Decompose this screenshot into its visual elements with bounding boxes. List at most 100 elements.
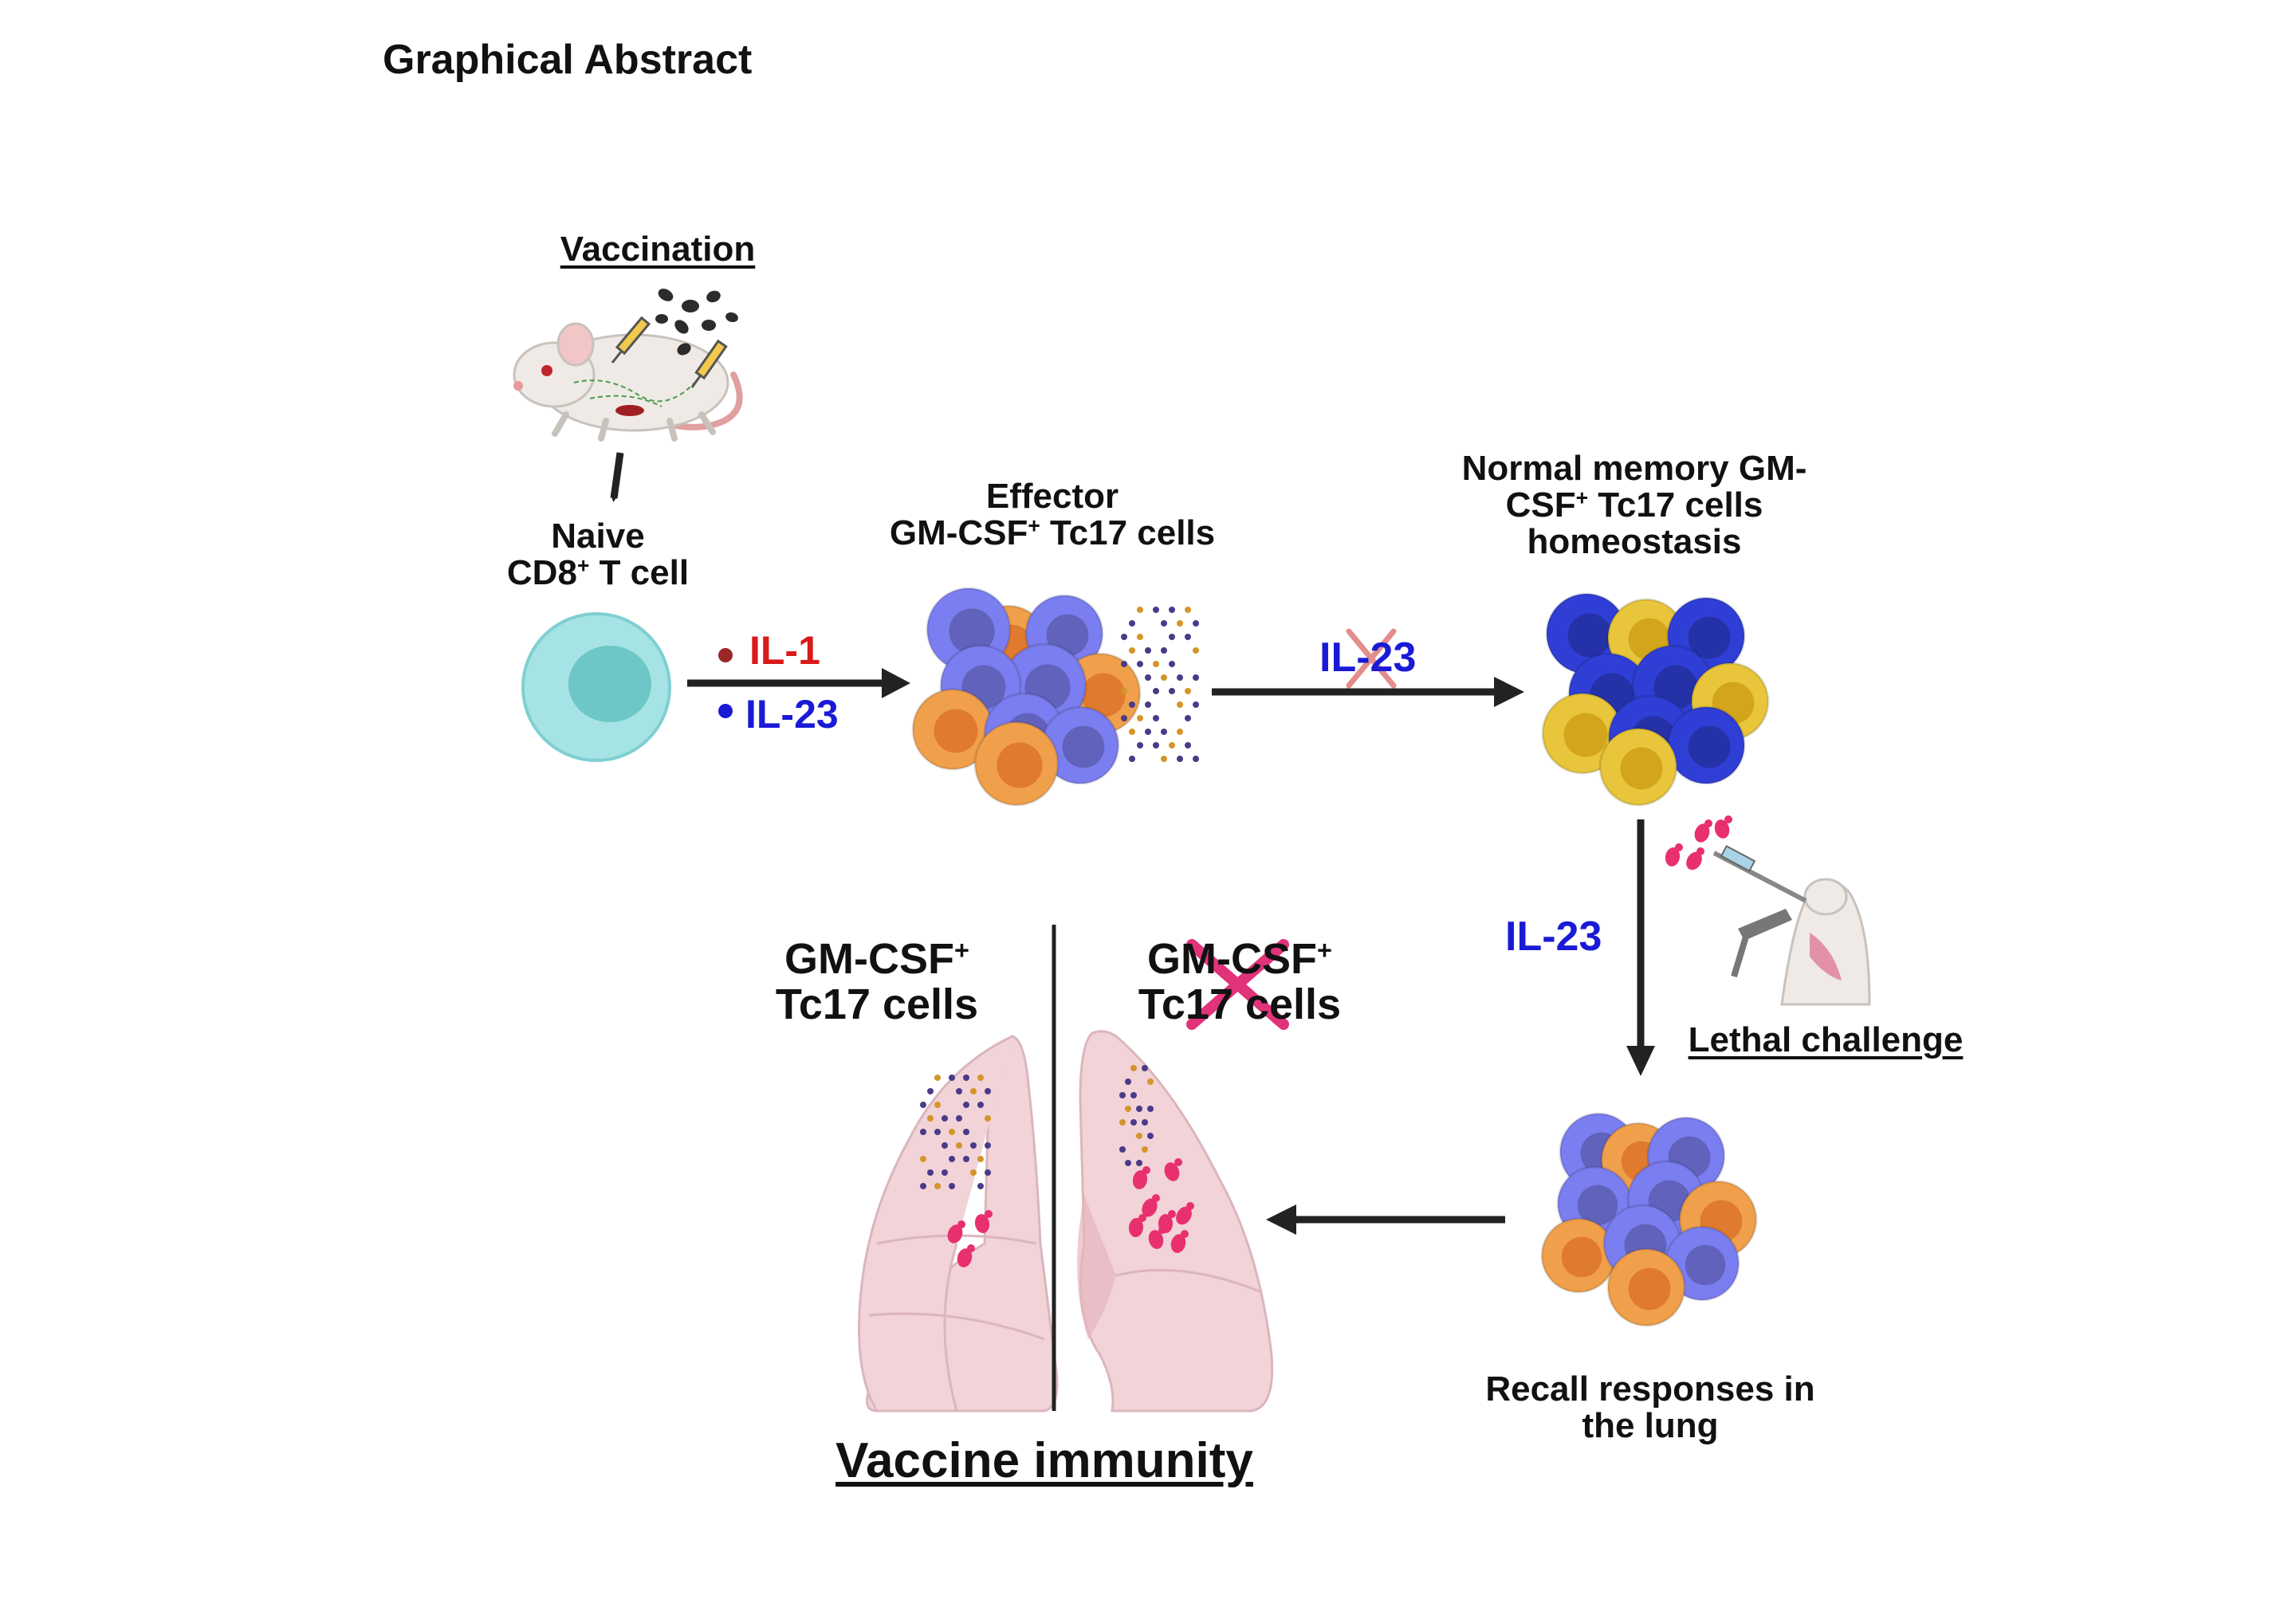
- orange-cell-nucleus: [1081, 673, 1126, 717]
- cytokine-dot: [949, 1156, 955, 1162]
- vaccine-immunity-label: Vaccine immunity: [835, 1433, 1253, 1488]
- cytokine-dot: [1145, 701, 1151, 708]
- cytokine-dot: [942, 1142, 948, 1149]
- fungus-particle: [1164, 1162, 1180, 1181]
- cytokine-dot: [985, 1088, 991, 1094]
- cytokine-dot: [934, 1129, 941, 1135]
- cytokine-dot: [963, 1102, 969, 1108]
- fungus-bud: [1704, 819, 1712, 827]
- cytokine-dot: [963, 1129, 969, 1135]
- cytokine-dot: [1119, 1092, 1126, 1098]
- fungus-particle: [1148, 1230, 1164, 1249]
- fungus-particle: [1694, 823, 1710, 843]
- cytokine-dot: [1136, 1106, 1142, 1112]
- effector-cells-label: Effector GM-CSF+ Tc17 cells: [889, 477, 1216, 553]
- fungus-bud: [957, 1220, 965, 1228]
- cytokine-dot: [1129, 701, 1135, 708]
- yellow-cell-nucleus: [1620, 747, 1663, 790]
- fungus-particle: [1714, 819, 1730, 839]
- cytokine-dot: [942, 1169, 948, 1176]
- cytokine-dot: [1137, 715, 1143, 721]
- cytokine-dot: [985, 1169, 991, 1176]
- fungus-bud: [1142, 1166, 1150, 1174]
- cytokine-dot: [1161, 647, 1167, 654]
- cytokine-dot: [1121, 715, 1127, 721]
- memory-cell-cluster: [1541, 592, 1770, 807]
- cytokine-dot: [1125, 1160, 1131, 1166]
- memory-blue-nucleus: [1688, 616, 1731, 659]
- naive-cell-label: Naive CD8+ T cell: [506, 517, 690, 593]
- cytokine-dot: [1145, 674, 1151, 681]
- page-title: Graphical Abstract: [383, 37, 753, 83]
- arrow-effector-to-memory: [1212, 677, 1524, 707]
- arrow-naive-to-effector: [687, 668, 910, 698]
- cytokine-dot: [963, 1156, 969, 1162]
- effector-purple-nucleus: [1577, 1185, 1618, 1226]
- vaccinated-mouse-illustration: [513, 316, 743, 442]
- cytokine-dot: [977, 1102, 984, 1108]
- cytokine-dot: [970, 1088, 977, 1094]
- orange-cell-nucleus: [1628, 1267, 1671, 1310]
- cytokine-dot: [1153, 607, 1159, 613]
- fungus-bud: [1186, 1202, 1194, 1210]
- cytokine-dot: [1177, 701, 1183, 708]
- fungus-particle: [1665, 847, 1681, 866]
- cytokine-dot: [1145, 729, 1151, 735]
- fungus-particle: [1128, 1218, 1144, 1237]
- fungus-bud: [1168, 1210, 1176, 1218]
- cytokine-dot: [1136, 1133, 1142, 1139]
- cytokine-dot: [970, 1169, 977, 1176]
- cytokine-dot: [1161, 729, 1167, 735]
- fungus-bud: [1138, 1214, 1146, 1222]
- cytokine-dot: [1177, 674, 1183, 681]
- cytokine-dot: [949, 1075, 955, 1081]
- cytokine-dot: [977, 1183, 984, 1189]
- cytokine-dot: [934, 1183, 941, 1189]
- cytokine-dot: [1145, 647, 1151, 654]
- effector-cell-cluster: [911, 587, 1142, 807]
- cytokine-dot: [1147, 1079, 1154, 1085]
- cytokine-dot: [1193, 674, 1199, 681]
- memory-blue-nucleus: [1653, 665, 1698, 709]
- cytokine-dot: [1193, 647, 1199, 654]
- lethal-challenge-label: Lethal challenge: [1688, 1020, 1964, 1059]
- cytokine-dot: [1185, 715, 1191, 721]
- cytokine-dot: [1153, 661, 1159, 667]
- cytokine-dot: [927, 1088, 934, 1094]
- cytokine-dot: [1153, 742, 1159, 748]
- fungus-particle: [957, 1248, 973, 1267]
- cytokine-dot: [1129, 729, 1135, 735]
- effector-purple-nucleus: [949, 608, 995, 654]
- recall-cell-cluster: [1540, 1112, 1758, 1327]
- lung-left-label: GM-CSF+ Tc17 cells: [775, 935, 979, 1028]
- effector-purple-nucleus: [1046, 614, 1089, 657]
- cytokine-dot: [1130, 1092, 1137, 1098]
- cytokine-dot: [1142, 1065, 1148, 1071]
- cytokine-dot: [1129, 647, 1135, 654]
- memory-blue-nucleus: [1688, 725, 1731, 768]
- cytokine-dot: [1169, 634, 1175, 640]
- cytokine-particles: [1121, 607, 1199, 762]
- cytokine-dot: [1137, 634, 1143, 640]
- recall-responses-label: Recall responses in the lung: [1485, 1369, 1815, 1446]
- orange-cell-nucleus: [997, 742, 1043, 788]
- cytokine-dot: [956, 1115, 962, 1122]
- fungus-particle: [1176, 1206, 1192, 1225]
- cytokine-dot: [1161, 620, 1167, 627]
- cytokine-dot: [927, 1169, 934, 1176]
- fungus-bud: [1158, 1226, 1166, 1234]
- fungus-particle: [1686, 851, 1702, 870]
- cytokine-dot: [1129, 620, 1135, 627]
- cytokine-dot: [1137, 742, 1143, 748]
- cytokine-dot: [949, 1183, 955, 1189]
- gm-csf-deficient-cross-icon: [1186, 939, 1289, 1030]
- memory-blue-nucleus: [1567, 613, 1612, 658]
- challenge-mouse-illustration: [1712, 845, 1871, 1006]
- vaccination-label: Vaccination: [560, 230, 756, 269]
- cytokine-dot: [1130, 1065, 1137, 1071]
- cytokine-dot: [1169, 688, 1175, 694]
- cytokine-dot: [1169, 742, 1175, 748]
- cytokine-dot: [1193, 620, 1199, 627]
- cytokine-dot: [1185, 607, 1191, 613]
- cytokine-dot: [1142, 1146, 1148, 1153]
